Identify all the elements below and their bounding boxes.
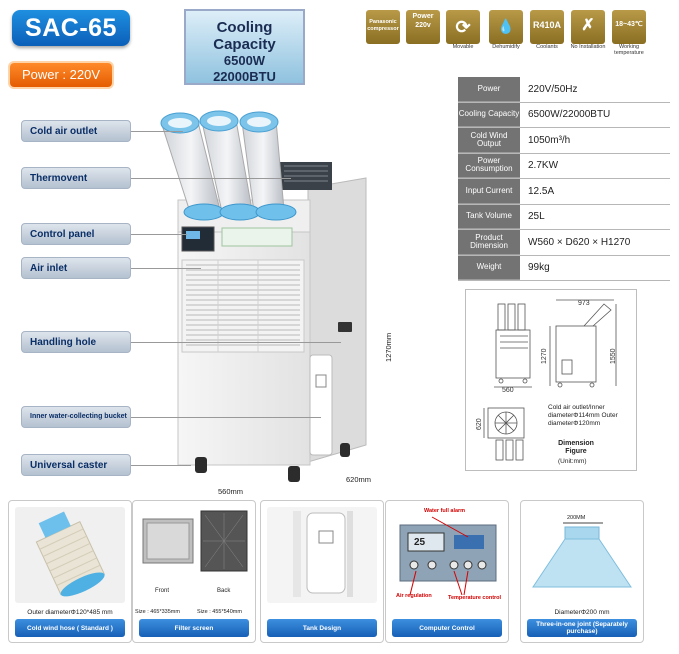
movable-icon: ⟳ (446, 10, 480, 44)
card-control: 25 Water full alarm Air regulation Tempe… (385, 500, 509, 643)
air-regulation-label: Air regulation (396, 593, 432, 599)
leader-line (131, 234, 187, 235)
joint-size-label: 200MM (567, 515, 586, 521)
card-tank: Tank Design (260, 500, 384, 643)
capacity-title: Cooling Capacity (213, 19, 276, 53)
air-conditioner-illustration (160, 110, 367, 482)
spec-key: Cooling Capacity (458, 102, 520, 127)
specs-table: Power 220V/50Hz Cooling Capacity 6500W/220… (458, 77, 670, 281)
spec-row: Power 220V/50Hz (458, 77, 670, 103)
callout-water-bucket: Inner water-collecting bucket (21, 406, 131, 428)
depth-measurement: 620mm (346, 475, 372, 484)
temperature-control-label: Temperature control (448, 595, 502, 601)
tank-title: Tank Design (267, 619, 377, 637)
joint-image (527, 507, 637, 603)
card-joint: 200MM DiameterΦ200 mm Three-in-one joint… (520, 500, 644, 643)
leader-line (131, 131, 183, 132)
spec-row: Cooling Capacity 6500W/22000BTU (458, 102, 670, 128)
movable-label: Movable (452, 44, 474, 50)
spec-key: Cold Wind Output (458, 128, 520, 153)
working-temperature-label: Working temperature (614, 44, 644, 56)
callout-universal-caster: Universal caster (21, 454, 131, 476)
control-title: Computer Control (392, 619, 502, 637)
working-temperature-icon: 18~43℃ (612, 10, 646, 44)
leader-line (131, 465, 191, 466)
filter-front-size: Size : 465*335mm (135, 609, 180, 615)
spec-value: 1050m³/h (528, 134, 571, 146)
dimension-figure (465, 289, 637, 471)
filter-image (139, 507, 249, 603)
height-measurement: 1270mm (384, 332, 393, 362)
dim-620: 620 (476, 418, 483, 430)
dimension-unit: (Unit:mm) (558, 458, 587, 465)
spec-value: 220V/50Hz (528, 83, 578, 95)
spec-key: Power (458, 77, 520, 102)
spec-value: 25L (528, 211, 545, 223)
spec-value: 2.7KW (528, 160, 559, 172)
spec-row: Product Dimension W560 × D620 × H1270 (458, 230, 670, 256)
tank-image (267, 507, 377, 603)
dehumidify-label: Dehumidify (492, 44, 520, 50)
width-measurement: 560mm (218, 487, 244, 496)
filter-title: Filter screen (139, 619, 249, 637)
coolant-icon: R410A (530, 10, 564, 44)
dimension-caption: Cold air outlet/Inner diameterΦ114mm Out… (548, 404, 618, 427)
spec-key: Input Current (458, 179, 520, 204)
leader-line (131, 417, 321, 418)
callout-cold-air-outlet: Cold air outlet (21, 120, 131, 142)
no-installation-label: No Installation (570, 44, 606, 50)
spec-row: Power Consumption 2.7KW (458, 153, 670, 179)
dim-1270: 1270 (541, 348, 548, 364)
callout-thermovent: Thermovent (21, 167, 131, 189)
spec-row: Weight 99kg (458, 255, 670, 281)
spec-row: Input Current 12.5A (458, 179, 670, 205)
model-badge: SAC-65 (12, 10, 130, 46)
hose-image (15, 507, 125, 603)
joint-caption: DiameterΦ200 mm (554, 609, 610, 616)
control-display: 25 (414, 537, 426, 548)
leader-line (131, 268, 201, 269)
spec-value: W560 × D620 × H1270 (528, 236, 631, 248)
joint-title: Three-in-one joint (Separately purchase) (527, 619, 637, 637)
leader-line (131, 342, 341, 343)
dehumidify-icon: 💧 (489, 10, 523, 44)
card-filter: Front Back Size : 465*335mm Size : 455*5… (132, 500, 256, 643)
filter-back-size: Size : 455*540mm (197, 609, 242, 615)
compressor-icon: Panasonic compressor (366, 10, 400, 44)
coolant-label: Coolants (536, 44, 558, 50)
spec-key: Weight (458, 255, 520, 280)
callout-air-inlet: Air inlet (21, 257, 131, 279)
spec-value: 12.5A (528, 185, 555, 197)
dimension-title: Dimension Figure (558, 440, 594, 455)
no-installation-icon: ✗ (571, 10, 605, 44)
hose-caption: Outer diameterΦ120*485 mm (27, 609, 113, 616)
capacity-watts: 6500W (223, 53, 266, 68)
card-hose: Outer diameterΦ120*485 mm Cold wind hose… (8, 500, 132, 643)
filter-front-label: Front (155, 588, 170, 594)
power-badge: Power : 220V (10, 63, 112, 87)
spec-key: Tank Volume (458, 204, 520, 229)
dim-1550: 1550 (610, 348, 617, 364)
water-full-alarm-label: Water full alarm (424, 508, 466, 514)
capacity-btu: 22000BTU (213, 69, 276, 84)
spec-value: 6500W/22000BTU (528, 109, 611, 121)
callout-handling-hole: Handling hole (21, 331, 131, 353)
spec-row: Tank Volume 25L (458, 204, 670, 230)
leader-line (131, 178, 291, 179)
callout-control-panel: Control panel (21, 223, 131, 245)
power-icon: Power 220v (406, 10, 440, 44)
spec-row: Cold Wind Output 1050m³/h (458, 128, 670, 154)
spec-key: Power Consumption (458, 153, 520, 178)
hose-title: Cold wind hose ( Standard ) (15, 619, 125, 637)
filter-back-label: Back (217, 588, 231, 594)
control-image: 25 (392, 507, 502, 603)
dimension-drawing (483, 299, 617, 461)
dim-973: 973 (578, 300, 590, 307)
cooling-capacity-box: Cooling Capacity 6500W 22000BTU (184, 9, 305, 85)
spec-value: 99kg (528, 262, 550, 274)
spec-key: Product Dimension (458, 230, 520, 255)
dim-560: 560 (502, 387, 514, 394)
